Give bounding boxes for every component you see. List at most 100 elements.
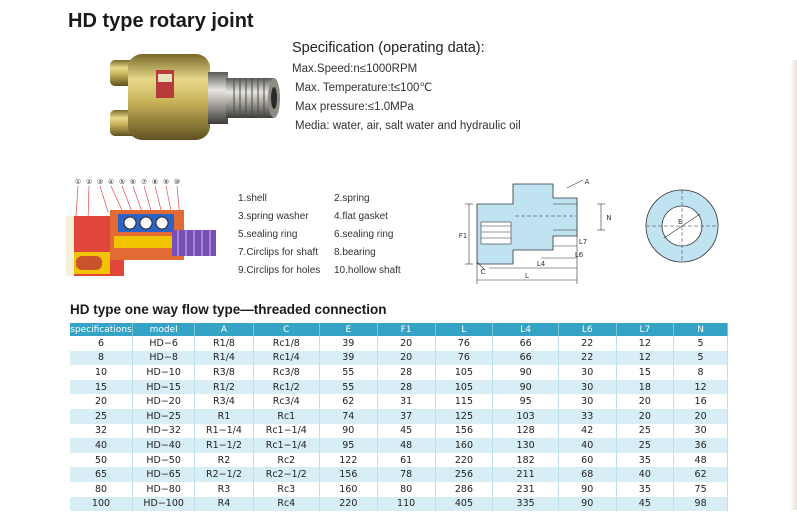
column-header: N	[673, 323, 728, 336]
table-cell: Rc3/4	[253, 394, 320, 409]
table-cell: 90	[492, 379, 559, 395]
table-cell: R3/8	[194, 365, 254, 380]
cutaway-label-8: ⑧	[152, 178, 158, 186]
table-cell: 40	[70, 438, 133, 453]
table-cell: 40	[558, 438, 617, 453]
table-cell: 256	[435, 467, 494, 482]
specification-block: Specification (operating data): Max.Spee…	[292, 40, 592, 136]
table-cell: Rc4	[253, 496, 320, 512]
dim-label-c: C	[481, 268, 486, 276]
table-cell: 90	[492, 365, 559, 380]
table-cell: HD−25	[132, 408, 196, 424]
parts-row: 7.Circlips for shaft 8.bearing	[238, 244, 448, 262]
table-cell: 25	[616, 438, 675, 453]
table-cell: 30	[558, 365, 617, 380]
table-cell: Rc2−1/2	[253, 467, 320, 482]
table-cell: 74	[319, 408, 378, 424]
cutaway-label-10: ⑩	[174, 178, 180, 186]
table-cell: R3/4	[194, 394, 254, 409]
table-cell: 78	[377, 467, 436, 482]
table-cell: 36	[673, 438, 728, 453]
table-cell: 33	[558, 408, 617, 424]
table-cell: 156	[435, 423, 494, 439]
table-cell: 68	[558, 467, 617, 482]
table-cell: 211	[492, 467, 559, 482]
table-cell: 45	[377, 423, 436, 439]
part-10: 10.hollow shaft	[334, 265, 401, 276]
table-cell: 60	[558, 452, 617, 468]
part-7: 7.Circlips for shaft	[238, 247, 319, 258]
table-cell: 30	[558, 379, 617, 395]
table-cell: 8	[673, 365, 728, 380]
table-cell: 160	[319, 481, 378, 497]
dim-label-l4: L4	[537, 260, 546, 268]
table-cell: 48	[673, 452, 728, 468]
table-cell: 130	[492, 438, 559, 453]
dim-label-n: N	[606, 214, 611, 222]
spec-heading: Specification (operating data):	[292, 40, 485, 56]
table-cell: 125	[435, 408, 494, 424]
table-cell: HD−65	[132, 467, 196, 482]
dim-label-f1: F1	[459, 232, 467, 240]
table-cell: R1	[194, 408, 254, 424]
table-cell: 405	[435, 496, 494, 512]
table-cell: 39	[319, 350, 378, 366]
table-cell: 20	[616, 394, 675, 409]
table-cell: 39	[319, 336, 378, 351]
table-cell: 22	[558, 350, 617, 366]
cutaway-diagram: ① ② ③ ④ ⑤ ⑥ ⑦ ⑧ ⑨ ⑩	[66, 178, 216, 276]
part-8: 8.bearing	[334, 247, 376, 258]
table-cell: 98	[673, 496, 728, 512]
table-cell: R2−1/2	[194, 467, 254, 482]
table-cell: 20	[377, 350, 436, 366]
cutaway-label-5: ⑤	[119, 178, 125, 186]
table-cell: HD−50	[132, 452, 196, 468]
table-cell: Rc2	[253, 452, 320, 468]
table-cell: 25	[616, 423, 675, 439]
table-cell: 220	[319, 496, 378, 512]
table-cell: 12	[673, 379, 728, 395]
table-cell: 95	[492, 394, 559, 409]
cutaway-label-9: ⑨	[163, 178, 169, 186]
table-cell: 182	[492, 452, 559, 468]
table-cell: R1/4	[194, 350, 254, 366]
table-cell: 90	[558, 496, 617, 512]
table-cell: 16	[673, 394, 728, 409]
table-cell: 25	[70, 408, 133, 424]
table-cell: 55	[319, 379, 378, 395]
table-cell: 62	[319, 394, 378, 409]
column-header: specifications	[70, 323, 133, 336]
page-title: HD type rotary joint	[68, 10, 254, 32]
table-cell: HD−8	[132, 350, 196, 366]
table-cell: 20	[377, 336, 436, 351]
spec-media: Media: water, air, salt water and hydrau…	[295, 120, 521, 132]
table-title: HD type one way flow type—threaded conne…	[70, 302, 387, 317]
table-cell: 40	[616, 467, 675, 482]
table-cell: 90	[558, 481, 617, 497]
table-cell: 65	[70, 467, 133, 482]
table-cell: 22	[558, 336, 617, 351]
column-header: model	[132, 323, 196, 336]
table-cell: Rc3	[253, 481, 320, 497]
column-header: C	[253, 323, 320, 336]
table-cell: HD−15	[132, 379, 196, 395]
spec-max-pressure: Max pressure:≤1.0MPa	[295, 101, 414, 113]
part-5: 5.sealing ring	[238, 229, 298, 240]
part-2: 2.spring	[334, 193, 370, 204]
table-cell: Rc1	[253, 408, 320, 424]
table-cell: 105	[435, 365, 494, 380]
table-cell: HD−6	[132, 336, 196, 351]
table-cell: 61	[377, 452, 436, 468]
table-cell: 95	[319, 438, 378, 453]
table-cell: 10	[70, 365, 133, 380]
dim-label-l7: L7	[579, 238, 587, 246]
